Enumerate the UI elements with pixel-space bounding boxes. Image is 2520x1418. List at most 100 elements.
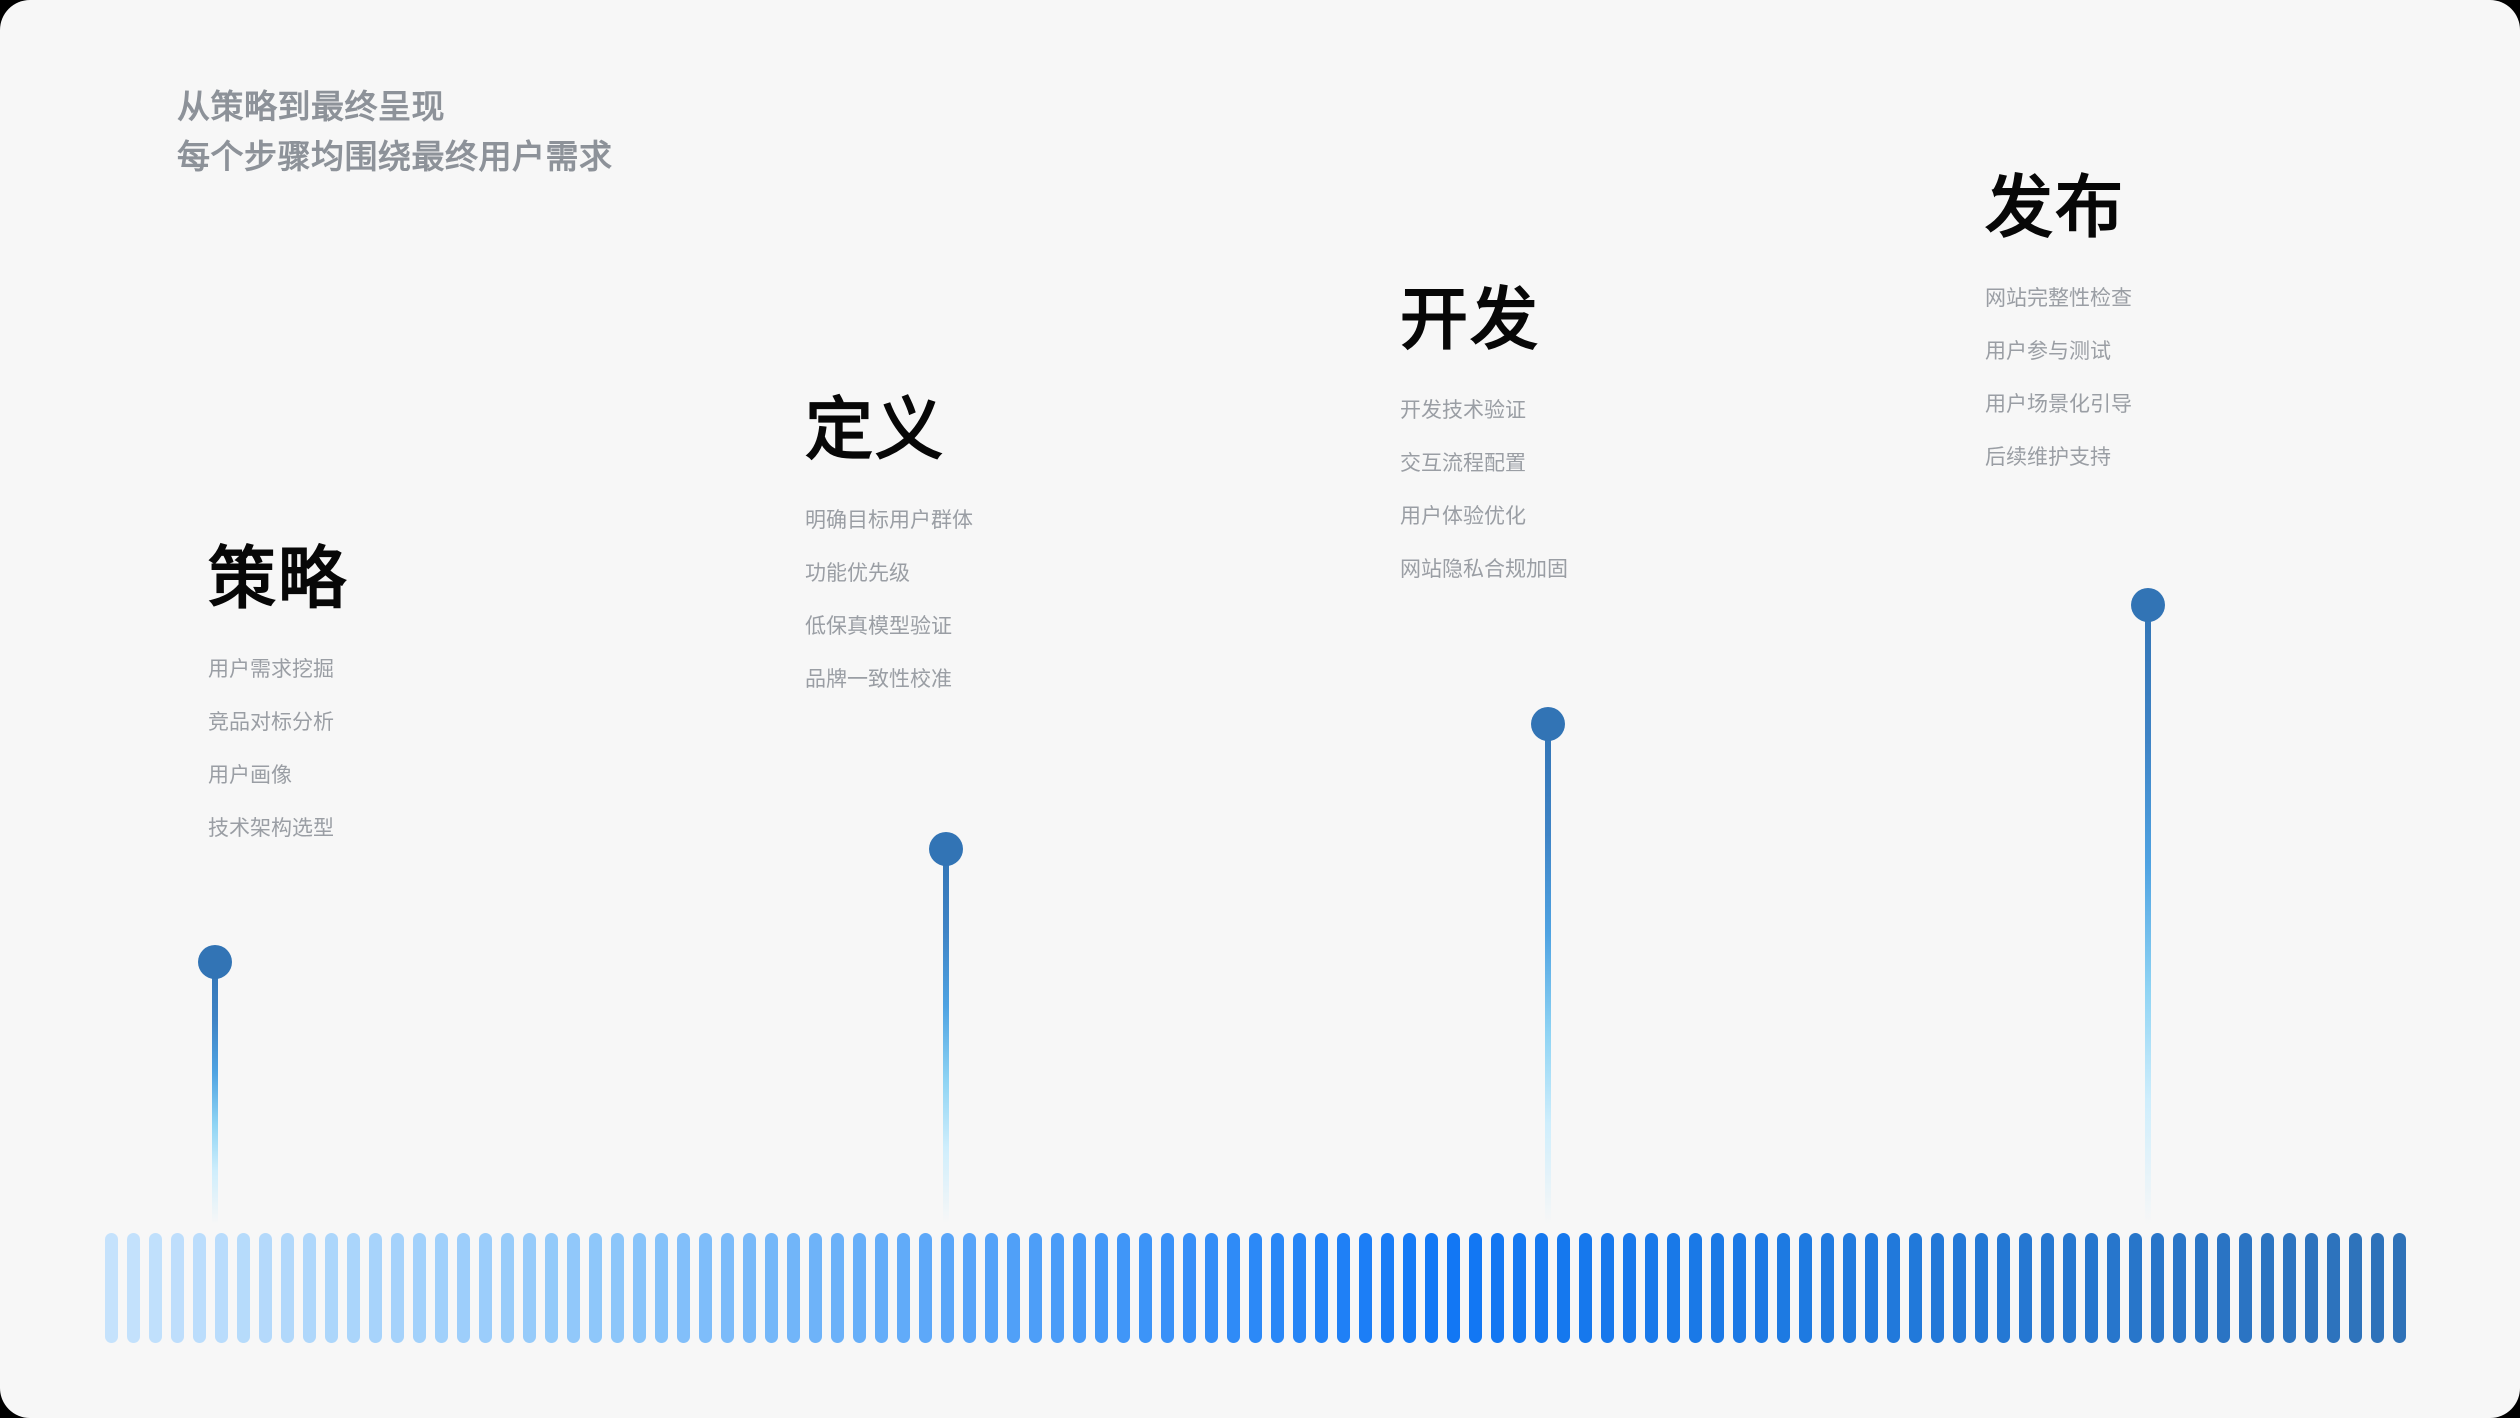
bar-tick bbox=[1623, 1233, 1636, 1343]
bar-tick bbox=[1381, 1233, 1394, 1343]
bar-tick bbox=[633, 1233, 646, 1343]
stage-column-1: 策略用户需求挖掘竞品对标分析用户画像技术架构选型 bbox=[208, 545, 348, 839]
bar-tick bbox=[2261, 1233, 2274, 1343]
stage-item: 后续维护支持 bbox=[1985, 446, 2111, 469]
stage-item: 低保真模型验证 bbox=[805, 615, 952, 638]
bar-tick bbox=[2019, 1233, 2032, 1343]
stage-item: 用户参与测试 bbox=[1985, 340, 2111, 363]
stage-stem bbox=[212, 962, 218, 1224]
bar-tick bbox=[501, 1233, 514, 1343]
bar-tick bbox=[1689, 1233, 1702, 1343]
stage-title: 开发 bbox=[1400, 282, 1541, 358]
bar-tick bbox=[303, 1233, 316, 1343]
bar-tick bbox=[1777, 1233, 1790, 1343]
bar-tick bbox=[567, 1233, 580, 1343]
bar-tick bbox=[1337, 1233, 1350, 1343]
bar-tick bbox=[1051, 1233, 1064, 1343]
stage-item: 交互流程配置 bbox=[1400, 452, 1526, 475]
bar-tick bbox=[1909, 1233, 1922, 1343]
stage-item: 明确目标用户群体 bbox=[805, 509, 973, 532]
bar-tick bbox=[809, 1233, 822, 1343]
intro-heading: 从策略到最终呈现 每个步骤均围绕最终用户需求 bbox=[177, 82, 613, 182]
bar-tick bbox=[2129, 1233, 2142, 1343]
bar-tick bbox=[853, 1233, 866, 1343]
bar-tick bbox=[545, 1233, 558, 1343]
bar-tick bbox=[831, 1233, 844, 1343]
stage-stem bbox=[1545, 724, 1551, 1224]
bar-tick bbox=[1645, 1233, 1658, 1343]
stage-column-4: 发布网站完整性检查用户参与测试用户场景化引导后续维护支持 bbox=[1985, 174, 2132, 468]
bar-tick bbox=[1667, 1233, 1680, 1343]
bar-tick bbox=[237, 1233, 250, 1343]
bar-tick bbox=[1513, 1233, 1526, 1343]
bar-tick bbox=[677, 1233, 690, 1343]
stage-item: 品牌一致性校准 bbox=[805, 668, 952, 691]
bar-tick bbox=[2393, 1233, 2406, 1343]
bar-tick bbox=[1095, 1233, 1108, 1343]
bar-tick bbox=[1205, 1233, 1218, 1343]
stage-item-list: 明确目标用户群体功能优先级低保真模型验证品牌一致性校准 bbox=[805, 510, 973, 690]
bar-tick bbox=[1953, 1233, 1966, 1343]
bar-tick bbox=[325, 1233, 338, 1343]
bar-tick bbox=[2085, 1233, 2098, 1343]
bar-tick bbox=[281, 1233, 294, 1343]
bar-tick bbox=[611, 1233, 624, 1343]
bar-tick bbox=[435, 1233, 448, 1343]
stage-marker-dot[interactable] bbox=[2131, 588, 2165, 622]
bar-tick bbox=[2327, 1233, 2340, 1343]
bar-tick bbox=[1029, 1233, 1042, 1343]
bar-tick bbox=[2107, 1233, 2120, 1343]
bar-tick bbox=[1161, 1233, 1174, 1343]
bar-tick bbox=[1887, 1233, 1900, 1343]
bar-tick bbox=[655, 1233, 668, 1343]
bar-tick bbox=[1579, 1233, 1592, 1343]
bar-tick bbox=[1425, 1233, 1438, 1343]
bar-tick bbox=[2063, 1233, 2076, 1343]
bar-tick bbox=[1227, 1233, 1240, 1343]
stage-item: 竞品对标分析 bbox=[208, 711, 334, 734]
intro-line-1: 从策略到最终呈现 bbox=[177, 88, 445, 125]
stage-title: 定义 bbox=[805, 392, 946, 468]
bar-tick bbox=[1249, 1233, 1262, 1343]
bar-tick bbox=[259, 1233, 272, 1343]
stage-item: 用户体验优化 bbox=[1400, 505, 1526, 528]
bar-tick bbox=[1403, 1233, 1416, 1343]
bar-tick bbox=[1931, 1233, 1944, 1343]
bar-tick bbox=[347, 1233, 360, 1343]
bar-tick bbox=[1073, 1233, 1086, 1343]
bar-tick bbox=[1799, 1233, 1812, 1343]
bar-tick bbox=[985, 1233, 998, 1343]
bar-tick bbox=[1557, 1233, 1570, 1343]
bar-tick bbox=[149, 1233, 162, 1343]
stage-item: 用户画像 bbox=[208, 764, 292, 787]
stage-item: 技术架构选型 bbox=[208, 817, 334, 840]
stage-marker-dot[interactable] bbox=[929, 832, 963, 866]
bar-tick bbox=[743, 1233, 756, 1343]
bar-tick bbox=[2217, 1233, 2230, 1343]
bar-tick bbox=[1271, 1233, 1284, 1343]
bar-tick bbox=[1843, 1233, 1856, 1343]
bar-tick bbox=[1755, 1233, 1768, 1343]
bar-tick bbox=[699, 1233, 712, 1343]
bar-tick bbox=[391, 1233, 404, 1343]
bar-tick bbox=[1139, 1233, 1152, 1343]
stage-item: 功能优先级 bbox=[805, 562, 910, 585]
bar-tick bbox=[1733, 1233, 1746, 1343]
bar-tick bbox=[127, 1233, 140, 1343]
stage-marker-dot[interactable] bbox=[198, 945, 232, 979]
bar-tick bbox=[479, 1233, 492, 1343]
stage-item: 网站完整性检查 bbox=[1985, 287, 2132, 310]
bar-tick bbox=[1601, 1233, 1614, 1343]
bar-tick bbox=[2041, 1233, 2054, 1343]
stage-item: 用户场景化引导 bbox=[1985, 393, 2132, 416]
bar-tick bbox=[2305, 1233, 2318, 1343]
bar-tick bbox=[193, 1233, 206, 1343]
bar-tick bbox=[941, 1233, 954, 1343]
stage-marker-dot[interactable] bbox=[1531, 707, 1565, 741]
stage-column-2: 定义明确目标用户群体功能优先级低保真模型验证品牌一致性校准 bbox=[805, 396, 973, 690]
stage-item-list: 网站完整性检查用户参与测试用户场景化引导后续维护支持 bbox=[1985, 288, 2132, 468]
bar-tick bbox=[369, 1233, 382, 1343]
bar-tick bbox=[457, 1233, 470, 1343]
bar-tick bbox=[919, 1233, 932, 1343]
